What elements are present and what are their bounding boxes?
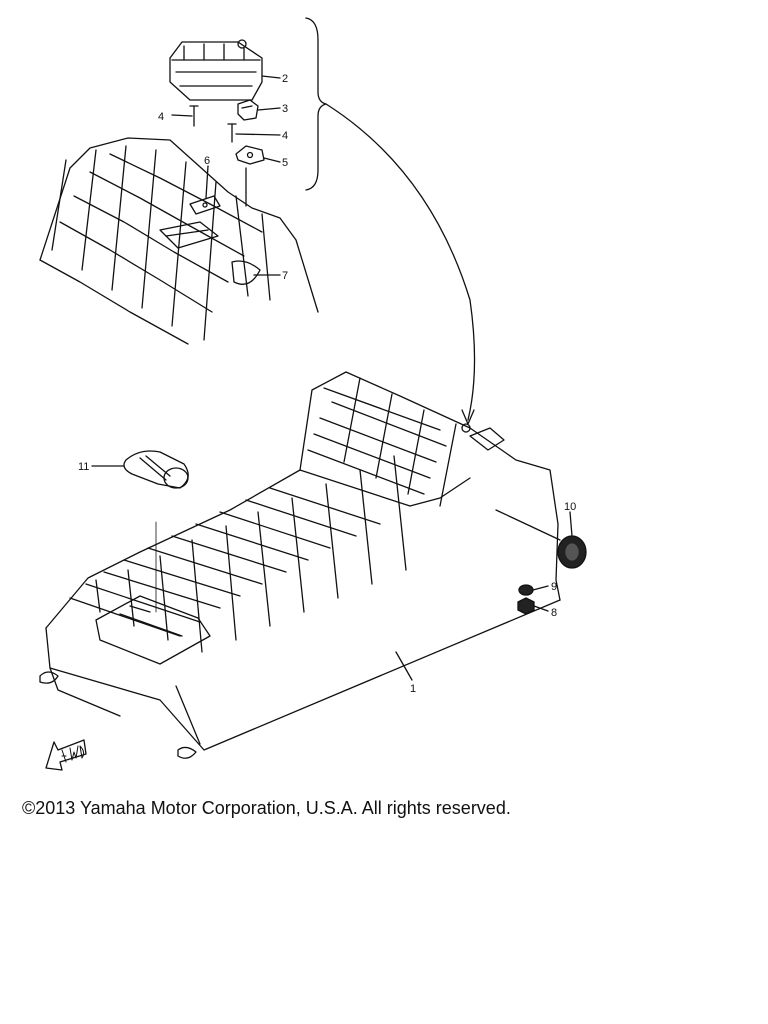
- seat-detail-view: [39, 137, 319, 345]
- seat-main-part-1: [39, 371, 561, 759]
- install-arrow-head: [461, 409, 475, 425]
- screw-part-4-right: [227, 123, 237, 143]
- callout-2: 2: [282, 73, 288, 85]
- pad-part-2: [169, 39, 263, 101]
- callout-6: 6: [204, 155, 210, 167]
- group-brace: [305, 17, 327, 191]
- plate-part-6: [189, 195, 221, 215]
- install-arrow: [325, 103, 476, 421]
- nut-part-8: [517, 597, 535, 615]
- callout-4-left: 4: [158, 111, 164, 123]
- grommet-part-10: [557, 535, 587, 569]
- callout-1: 1: [410, 683, 416, 695]
- exploded-parts-diagram: 2 3 4 4 5 6 7 11 10 9 8 1: [39, 17, 587, 771]
- washer-part-9: [518, 584, 534, 596]
- copyright-notice: ©2013 Yamaha Motor Corporation, U.S.A. A…: [22, 798, 511, 818]
- callout-3: 3: [282, 103, 288, 115]
- screw-part-4-left: [189, 105, 199, 127]
- callout-8: 8: [551, 607, 557, 619]
- fwd-arrow: [45, 739, 87, 771]
- callout-9: 9: [551, 581, 557, 593]
- clip-part-3: [237, 99, 259, 121]
- callout-7: 7: [282, 270, 288, 282]
- bracket-part-5: [235, 145, 265, 165]
- callout-5: 5: [282, 157, 288, 169]
- callout-10: 10: [564, 501, 576, 513]
- tool-bag-part-11: [123, 450, 189, 489]
- callout-11: 11: [78, 461, 89, 473]
- callout-4-right: 4: [282, 130, 288, 142]
